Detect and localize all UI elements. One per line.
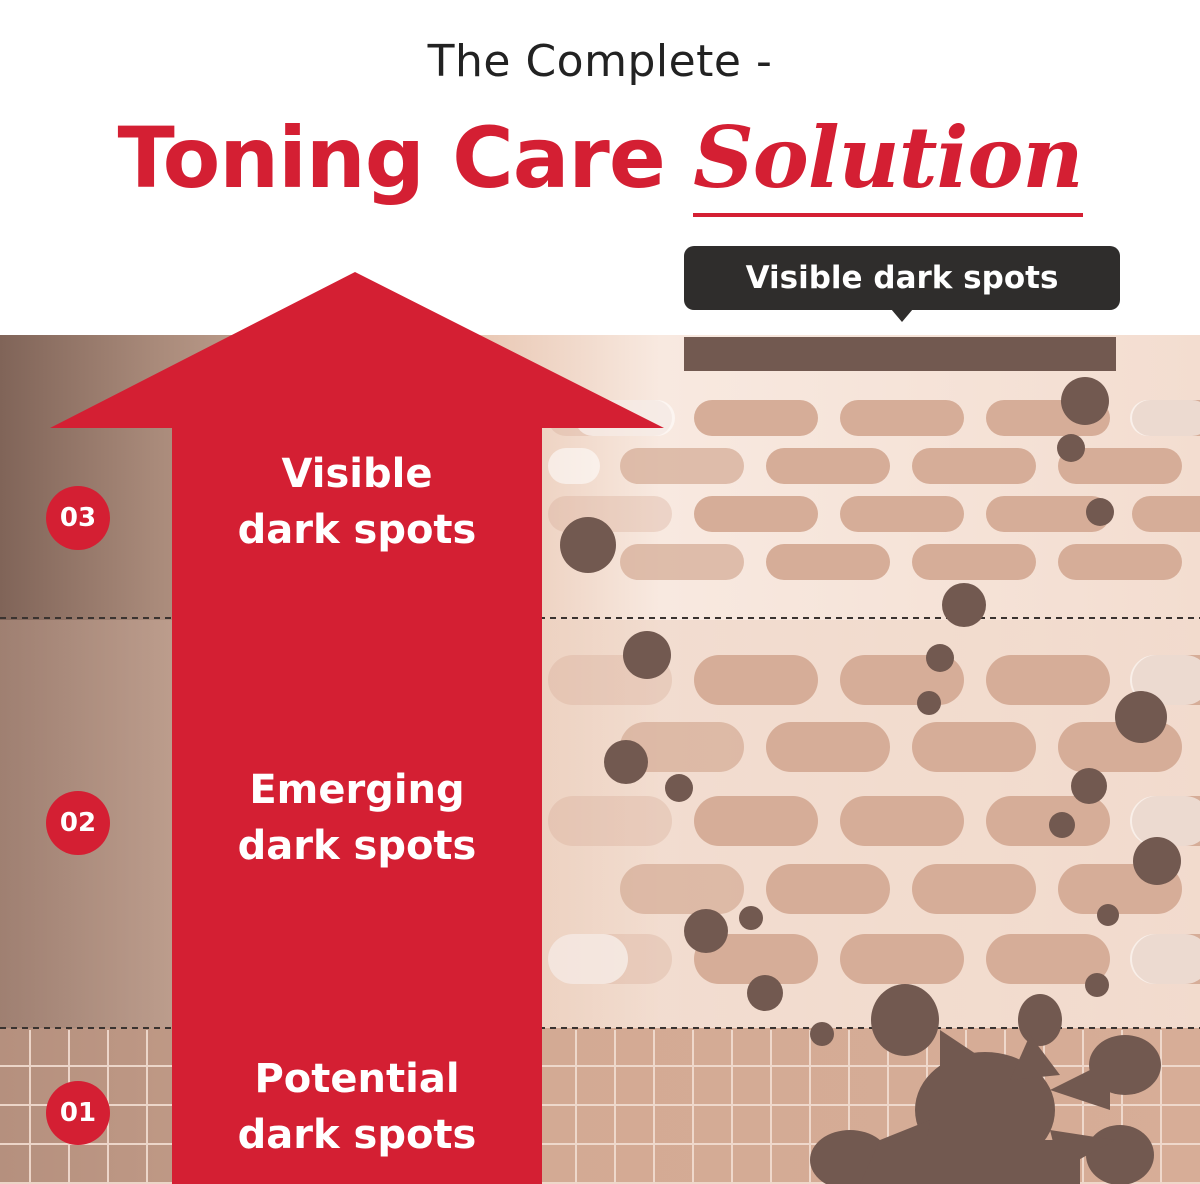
dark-spot-icon <box>684 909 728 953</box>
skin-cell-pill <box>620 722 744 772</box>
melanin-splat-icon <box>810 984 1161 1184</box>
skin-cell-highlight <box>1130 400 1200 436</box>
dark-spot-icon <box>1057 434 1085 462</box>
callout-pointer <box>891 309 913 322</box>
skin-cell-pill <box>766 722 890 772</box>
skin-cell-pill <box>986 796 1110 846</box>
dark-spot-icon <box>942 583 986 627</box>
skin-cell-pill <box>1058 448 1182 484</box>
stage-label-02: Emerging dark spots <box>172 762 542 874</box>
skin-cell-pill <box>694 655 818 705</box>
skin-cell-pill <box>912 448 1036 484</box>
skin-cell-pill <box>840 496 964 532</box>
dark-spot-icon <box>560 517 616 573</box>
dark-spot-icon <box>1115 691 1167 743</box>
stage-number-01: 01 <box>46 1081 110 1145</box>
stage-label-03-line1: Visible <box>281 451 433 497</box>
stage-label-02-line2: dark spots <box>237 823 477 869</box>
skin-cell-highlight <box>1130 934 1200 984</box>
dark-spot-icon <box>1097 904 1119 926</box>
dark-spot-icon <box>1086 498 1114 526</box>
skin-cell-pill <box>986 655 1110 705</box>
dark-spot-icon <box>604 740 648 784</box>
skin-cell-pill <box>620 448 744 484</box>
skin-cell-pill <box>694 496 818 532</box>
skin-cell-pill <box>766 448 890 484</box>
skin-cell-pill <box>912 864 1036 914</box>
dark-spot-icon <box>1061 377 1109 425</box>
dark-spot-icon <box>810 1022 834 1046</box>
stage-label-02-line1: Emerging <box>249 767 465 813</box>
dark-spot-icon <box>1049 812 1075 838</box>
stage-label-01: Potential dark spots <box>172 1051 542 1163</box>
surface-marker-bar <box>684 337 1116 371</box>
stage-number-02: 02 <box>46 791 110 855</box>
dark-spot-icon <box>739 906 763 930</box>
skin-cell-pill <box>694 934 818 984</box>
dark-spot-icon <box>1085 973 1109 997</box>
dark-spot-icon <box>1071 768 1107 804</box>
dark-spot-icon <box>623 631 671 679</box>
skin-cell-pills <box>548 400 1200 984</box>
stage-label-01-line1: Potential <box>254 1056 460 1102</box>
title-emphasis: Solution <box>693 108 1084 217</box>
skin-cell-pill <box>1058 544 1182 580</box>
skin-cell-pill <box>766 864 890 914</box>
skin-cell-pill <box>548 796 672 846</box>
skin-cell-highlight <box>548 934 628 984</box>
dark-spot-icon <box>1133 837 1181 885</box>
skin-cell-pill <box>986 496 1110 532</box>
stage-label-01-line2: dark spots <box>237 1112 477 1158</box>
stage-label-03-line2: dark spots <box>237 507 477 553</box>
dark-spot-icon <box>665 774 693 802</box>
page-title: Toning Care Solution <box>0 108 1200 217</box>
skin-cell-pill <box>986 934 1110 984</box>
dark-spot-icon <box>747 975 783 1011</box>
dark-spot-icon <box>917 691 941 715</box>
skin-cell-pill <box>840 934 964 984</box>
skin-cell-pill <box>620 864 744 914</box>
dark-spots <box>560 377 1181 1046</box>
dark-spot-icon <box>926 644 954 672</box>
skin-cell-pill <box>1132 496 1200 532</box>
skin-cell-pill <box>840 796 964 846</box>
stage-number-03: 03 <box>46 486 110 550</box>
skin-cell-pill <box>912 544 1036 580</box>
stage-label-03: Visible dark spots <box>172 446 542 558</box>
skin-cell-pill <box>548 496 672 532</box>
skin-cell-pill <box>694 796 818 846</box>
skin-cell-pill <box>766 544 890 580</box>
skin-cell-pill <box>620 544 744 580</box>
skin-cell-pill <box>840 400 964 436</box>
callout-label: Visible dark spots <box>684 246 1120 310</box>
skin-cell-highlight <box>1130 796 1200 846</box>
up-arrow-icon <box>50 272 664 1184</box>
skin-cell-pill <box>694 400 818 436</box>
skin-cell-pill <box>912 722 1036 772</box>
skin-cell-highlight <box>548 448 600 484</box>
title-main: Toning Care <box>117 109 665 207</box>
subtitle: The Complete - <box>427 36 773 87</box>
